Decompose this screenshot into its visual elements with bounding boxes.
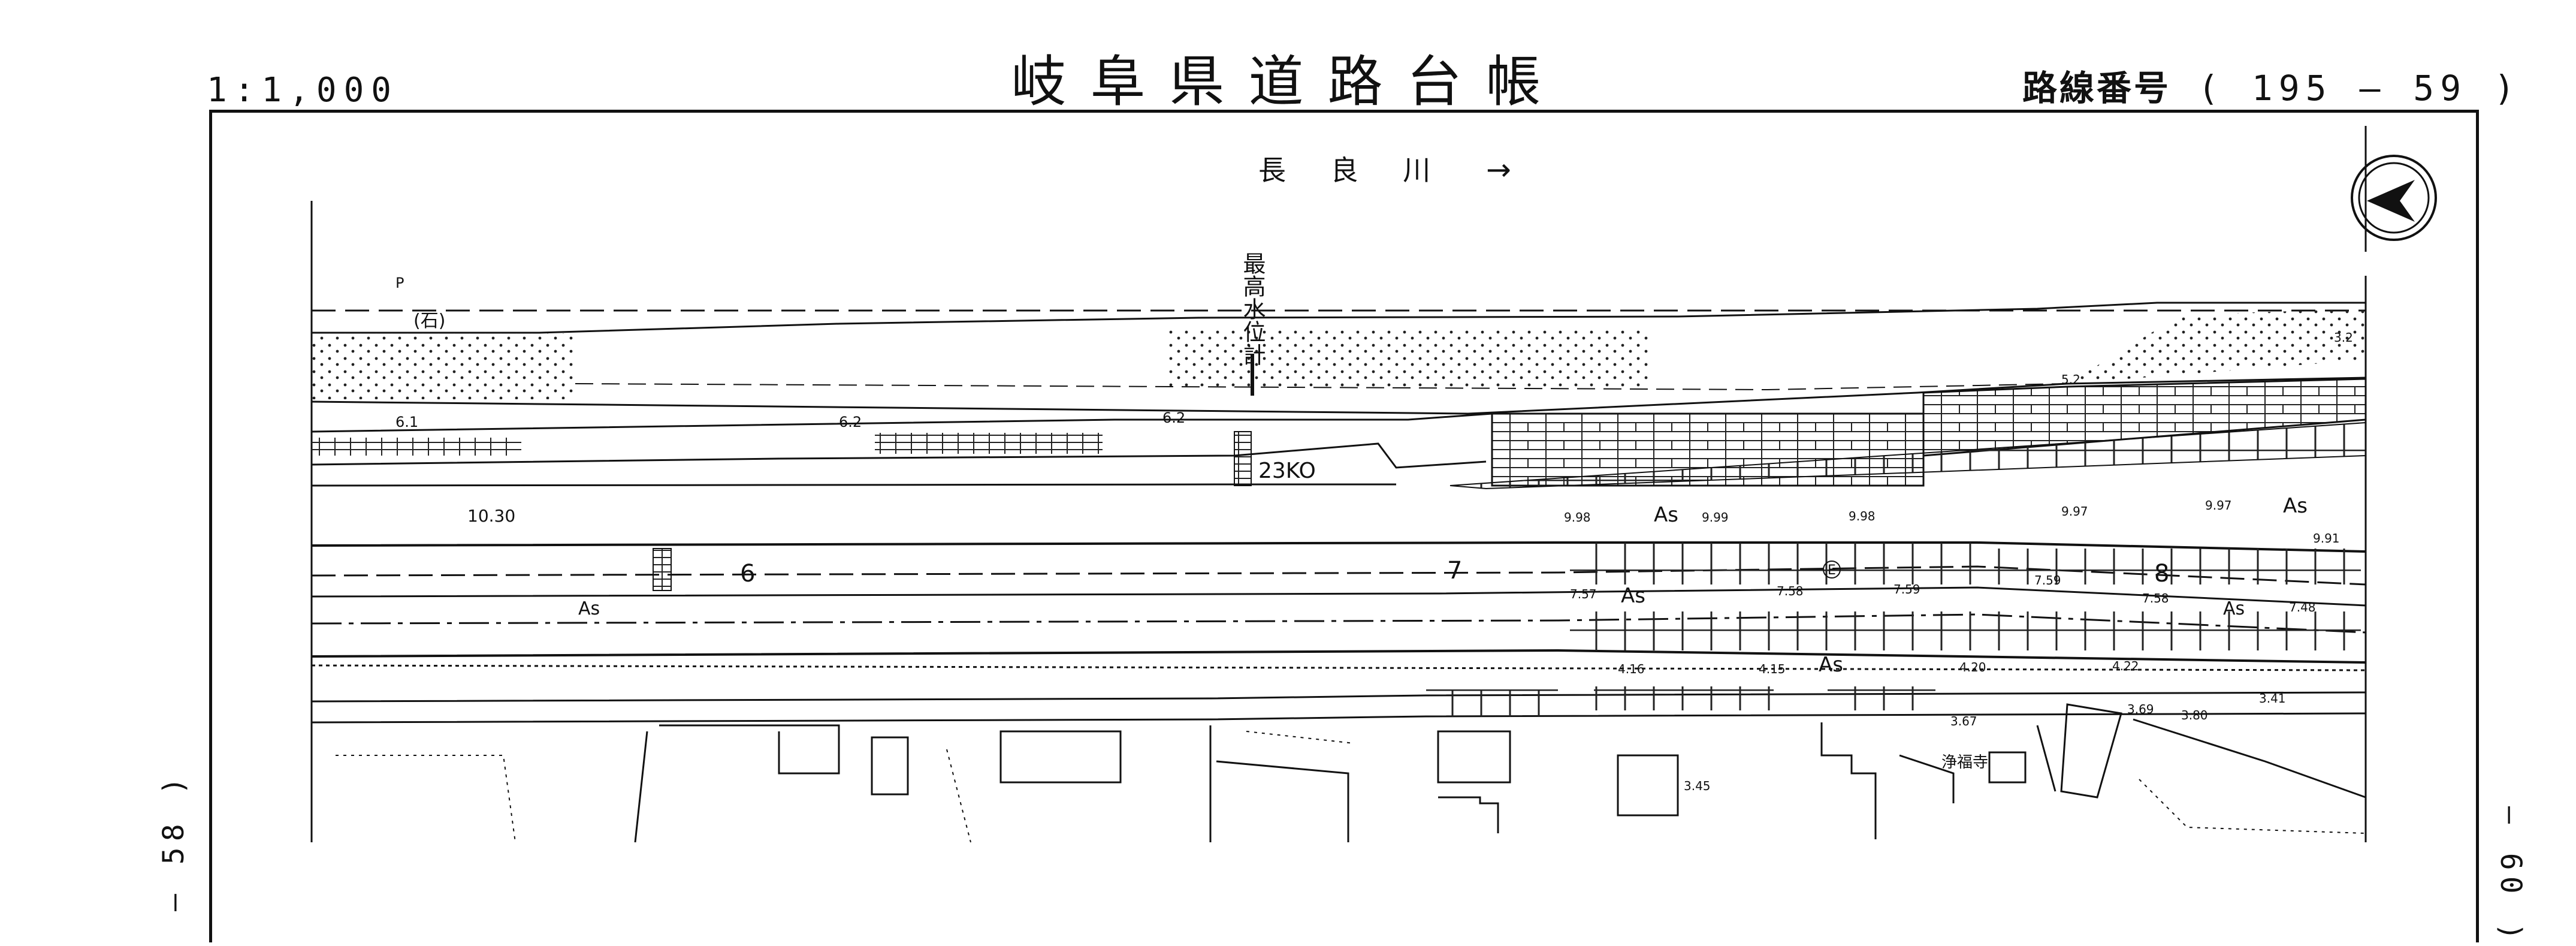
- elevation-value: 7.48: [2289, 600, 2316, 614]
- map-title: 岐阜県道路台帳: [1011, 50, 1565, 114]
- elevation-value: 6.2: [1162, 409, 1185, 426]
- service-road: [311, 686, 2366, 724]
- revetment-walls: [311, 376, 2367, 490]
- elevation-value: 4.15: [1759, 662, 1786, 676]
- elevation-value: 4.16: [1618, 662, 1645, 676]
- gauge-label: 最高水位計: [1239, 252, 1266, 366]
- building-lots: [310, 703, 2366, 843]
- river-flow-arrow: →: [1486, 152, 1511, 187]
- surface-label: As: [2223, 598, 2245, 619]
- elevation-value: 4.22: [2112, 659, 2139, 673]
- elevation-value: 9.99: [1702, 510, 1729, 525]
- river-embankment: [312, 302, 2366, 399]
- survey-p-mark: P: [395, 275, 404, 291]
- stone-mark: (石): [413, 311, 445, 332]
- elevation-value: 3.69: [2127, 702, 2154, 716]
- elevation-value: 7.59: [1894, 582, 1920, 596]
- elevation-value: 3.41: [2259, 691, 2286, 706]
- route-number: ( 195 — 59 ): [2197, 68, 2521, 109]
- north-arrow-icon: [2351, 155, 2437, 241]
- elevation-value: 6.2: [839, 414, 862, 430]
- river-name: 長 良 川: [1258, 154, 1448, 186]
- main-road: [311, 541, 2366, 671]
- e-mark: E: [1828, 563, 1836, 578]
- elevation-value: 3.67: [1950, 714, 1977, 728]
- distance-post: 23KO: [1258, 459, 1316, 483]
- surface-label: As: [1654, 503, 1678, 527]
- elevation-value: 9.97: [2205, 498, 2232, 513]
- elevation-value: 4.20: [1959, 660, 1986, 674]
- surface-label: As: [1819, 653, 1843, 677]
- dotted-lot-lines: [336, 731, 2366, 843]
- elevation-value: 3.45: [1684, 779, 1711, 793]
- elevation-value: 7.59: [2034, 573, 2061, 588]
- elevation-value: 5.2: [2061, 372, 2080, 387]
- route-label: 路線番号: [2022, 68, 2172, 109]
- map-frame: [209, 110, 2479, 942]
- elevation-value: 9.98: [1849, 509, 1876, 523]
- section-number: 6: [740, 560, 755, 588]
- surface-label: As: [2283, 494, 2308, 518]
- section-number: 7: [1447, 557, 1462, 585]
- embankment-road: [311, 412, 1493, 487]
- elevation-value: 7.57: [1570, 587, 1597, 601]
- elevation-value: 9.98: [1564, 510, 1591, 525]
- elevation-value: 3.80: [2181, 708, 2208, 722]
- elevation-value: 9.91: [2313, 531, 2340, 546]
- elevation-value: 9.97: [2061, 504, 2088, 519]
- elevation-points: 6.1 6.2 6.2 9.98 9.99 9.98 9.97 9.97 9.9…: [395, 330, 2353, 793]
- road-width: 10.30: [467, 506, 515, 526]
- temple-name: 浄福寺: [1941, 754, 1988, 772]
- elevation-value: 3.2: [2334, 330, 2353, 345]
- map-scale: 1:1,000: [207, 71, 399, 110]
- elevation-value: 7.58: [2142, 591, 2169, 605]
- route-number-label: 路線番号 ( 195 — 59 ): [2022, 60, 2521, 110]
- section-number: 8: [2154, 560, 2169, 588]
- elevation-value: 6.1: [395, 414, 418, 430]
- elevation-value: 7.58: [1777, 584, 1804, 598]
- surface-label: As: [1621, 584, 1645, 608]
- surface-label: As: [578, 598, 600, 619]
